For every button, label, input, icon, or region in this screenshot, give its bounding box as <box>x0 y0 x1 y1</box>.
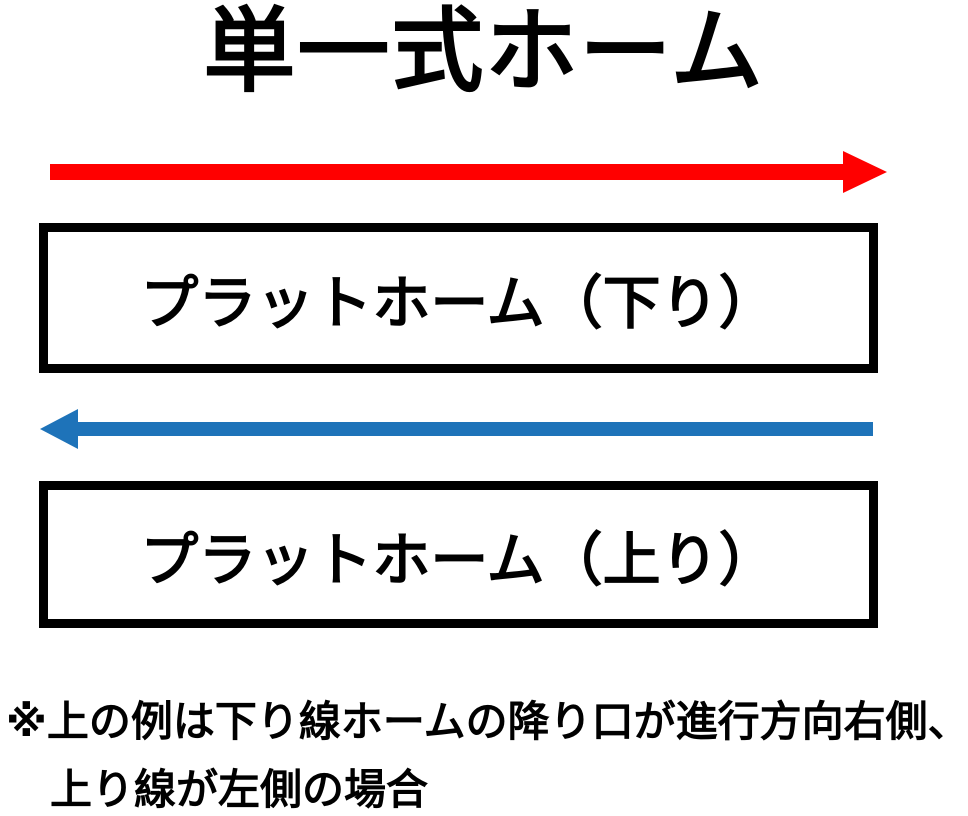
platform-down-label: プラットホーム（下り） <box>140 271 777 336</box>
platform-box-up: プラットホーム（上り） <box>39 481 878 628</box>
platform-box-down: プラットホーム（下り） <box>39 223 878 373</box>
up-arrow-head <box>40 409 78 449</box>
platform-up-label: プラットホーム（上り） <box>140 527 777 593</box>
down-arrow-head <box>843 151 887 193</box>
down-arrow-shaft <box>50 164 847 180</box>
footnote-line-2: 上り線が左側の場合 <box>50 766 429 813</box>
up-arrow-shaft <box>76 422 873 436</box>
up-line-direction-arrow-icon <box>40 409 873 449</box>
down-line-direction-arrow-icon <box>50 151 887 193</box>
page-title: 単一式ホーム <box>203 1 765 103</box>
footnote-line-1: ※上の例は下り線ホームの降り口が進行方向右側、 <box>6 698 968 745</box>
footnote: ※上の例は下り線ホームの降り口が進行方向右側、 上り線が左側の場合 <box>6 688 968 816</box>
